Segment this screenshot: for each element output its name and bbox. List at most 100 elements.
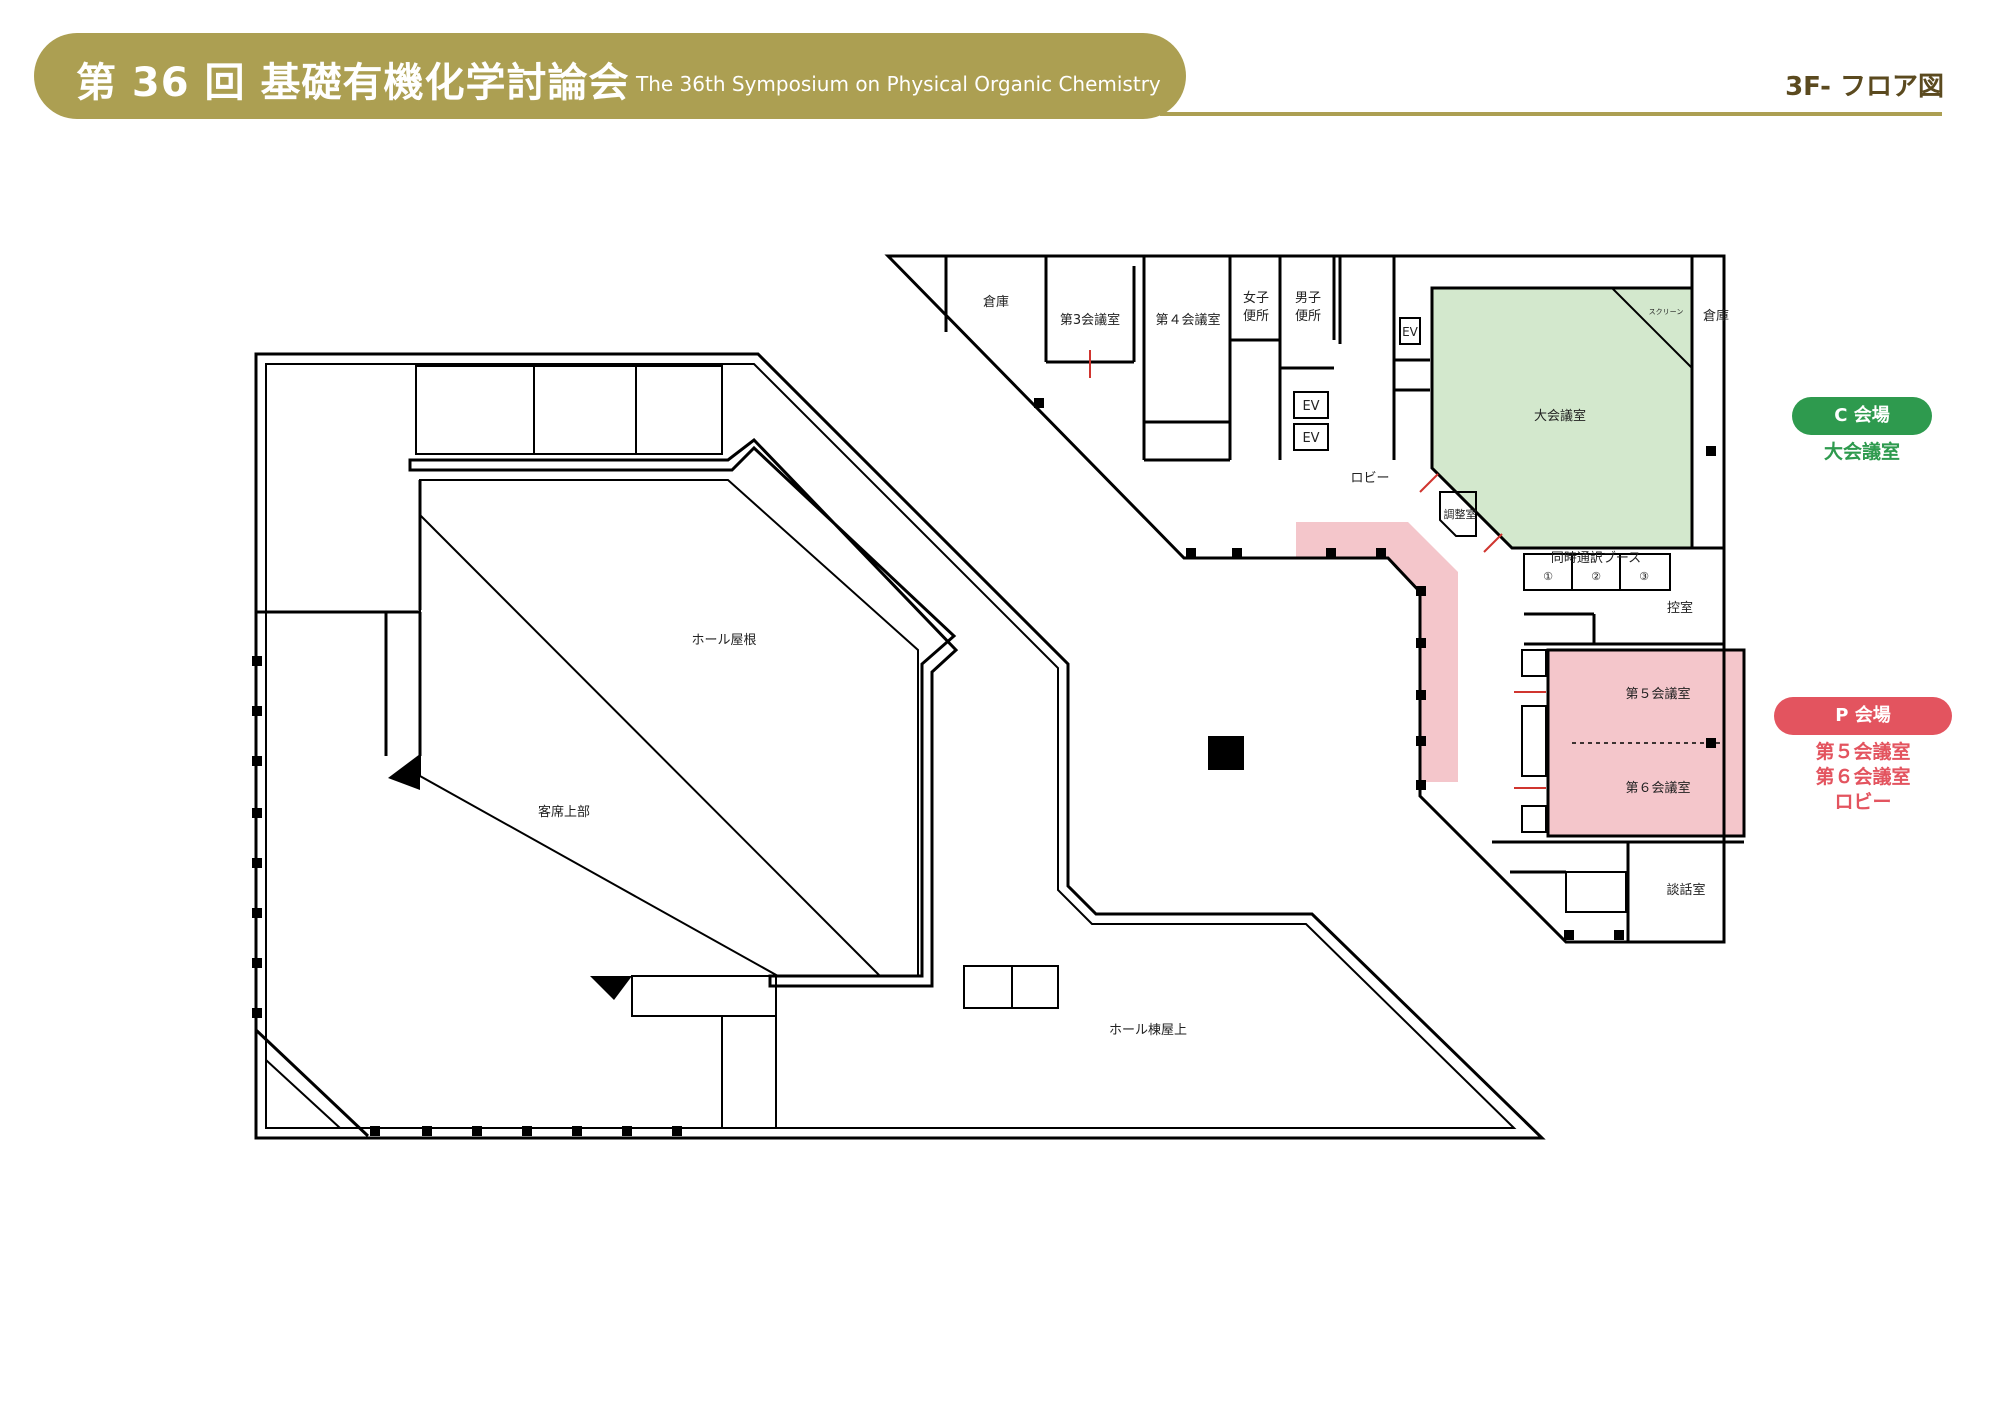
corner-wall [265, 1059, 341, 1129]
page-subtitle: The 36th Symposium on Physical Organic C… [636, 72, 1161, 96]
area-label: ホール棟屋上 [1109, 1023, 1187, 1038]
column [252, 756, 262, 766]
p-venue-rooms: 第５会議室 第６会議室 ロビー [1774, 740, 1952, 815]
column [1326, 548, 1336, 558]
room-label: 倉庫 [1703, 309, 1729, 324]
header-bar [34, 33, 1186, 119]
wall-block [388, 754, 420, 790]
corner-wall [254, 1028, 370, 1138]
column [1706, 738, 1716, 748]
header-rule [1160, 112, 1942, 116]
room-label: 調整室 [1444, 507, 1477, 521]
column [1416, 586, 1426, 596]
lower-corridor [721, 1015, 777, 1129]
room-label: 女子 [1243, 290, 1269, 306]
upper-seating-outline [419, 479, 919, 977]
main-building-outline [884, 254, 1726, 944]
booth-label: ③ [1639, 570, 1649, 583]
interpretation-booths [1523, 553, 1671, 591]
column [522, 1126, 532, 1136]
column [252, 908, 262, 918]
p-venue-room: 第６会議室 [1815, 766, 1911, 788]
booth-label: ① [1543, 570, 1553, 583]
stair-block [1565, 871, 1627, 913]
hall-roof-outline [408, 437, 959, 988]
door-arrow-icon [1483, 533, 1503, 553]
screen-label: スクリーン [1649, 308, 1684, 316]
ev-box [1293, 391, 1329, 419]
columns [252, 398, 1716, 1136]
column [252, 858, 262, 868]
column [252, 808, 262, 818]
room-label: 便所 [1295, 309, 1321, 324]
room-label: 男子 [1295, 291, 1321, 306]
lobby-highlight [1296, 522, 1458, 782]
ev-label: EV [1302, 431, 1319, 446]
ev-box [1293, 423, 1329, 451]
room-label: 談話室 [1666, 882, 1705, 898]
column [1186, 548, 1196, 558]
ev-label: EV [1402, 325, 1419, 339]
adjust-room-wall [1439, 491, 1477, 537]
column [1416, 736, 1426, 746]
hall-building-inner [265, 363, 1517, 1129]
wall-block [590, 976, 632, 1000]
seating-diagonal [419, 514, 881, 977]
booth-label: ② [1591, 570, 1601, 583]
area-label: ホール屋根 [691, 633, 756, 648]
stair-block [631, 975, 777, 1017]
column [572, 1126, 582, 1136]
room-label: 第５会議室 [1625, 686, 1690, 702]
room-label: 倉庫 [983, 295, 1009, 310]
column [1564, 930, 1574, 940]
room-label: 第６会議室 [1625, 780, 1690, 796]
large-conference-wall [1430, 286, 1694, 550]
column [1706, 446, 1716, 456]
column [422, 1126, 432, 1136]
central-pillar [1208, 736, 1244, 770]
room-label: 同時通訳ブース [1551, 550, 1641, 566]
column [1416, 780, 1426, 790]
column [672, 1126, 682, 1136]
hall-building-outline [254, 352, 1546, 1140]
conference-5-6-wall [1546, 648, 1746, 838]
small-closet [1521, 649, 1547, 677]
page-title: 第 36 回 基礎有機化学討論会 [76, 60, 630, 106]
room-label: 便所 [1243, 309, 1269, 324]
column [1416, 690, 1426, 700]
column [252, 1008, 262, 1018]
room-label: 第3会議室 [1060, 312, 1120, 328]
screen-wall [1611, 287, 1693, 369]
small-closet [1521, 805, 1547, 833]
column [252, 706, 262, 716]
door-arrow-icon [1419, 473, 1439, 493]
p-venue-room: 第５会議室 [1815, 741, 1911, 763]
room-label: ロビー [1350, 471, 1389, 486]
room-label: 控室 [1667, 600, 1693, 616]
ev-box [1399, 317, 1421, 345]
column [472, 1126, 482, 1136]
c-venue-room: 大会議室 [1823, 441, 1900, 463]
roof-box [415, 365, 723, 455]
c-venue-badge: C 会場 [1792, 397, 1932, 435]
column [1614, 930, 1624, 940]
column [622, 1126, 632, 1136]
area-label: 客席上部 [538, 804, 590, 820]
large-conference-room-area [1432, 288, 1692, 548]
floor-label: 3F- フロア図 [1785, 72, 1944, 102]
room-label: 大会議室 [1534, 408, 1586, 424]
c-venue-rooms: 大会議室 [1792, 440, 1932, 465]
column [252, 656, 262, 666]
p-venue-room: ロビー [1834, 791, 1892, 813]
ev-label: EV [1302, 399, 1319, 414]
column [1416, 638, 1426, 648]
column [1034, 398, 1044, 408]
room-label: 第４会議室 [1155, 312, 1220, 328]
column [1232, 548, 1242, 558]
column [370, 1126, 380, 1136]
p-venue-badge: P 会場 [1774, 697, 1952, 735]
column [1376, 548, 1386, 558]
column [252, 958, 262, 968]
door-arrows [1089, 350, 1546, 789]
